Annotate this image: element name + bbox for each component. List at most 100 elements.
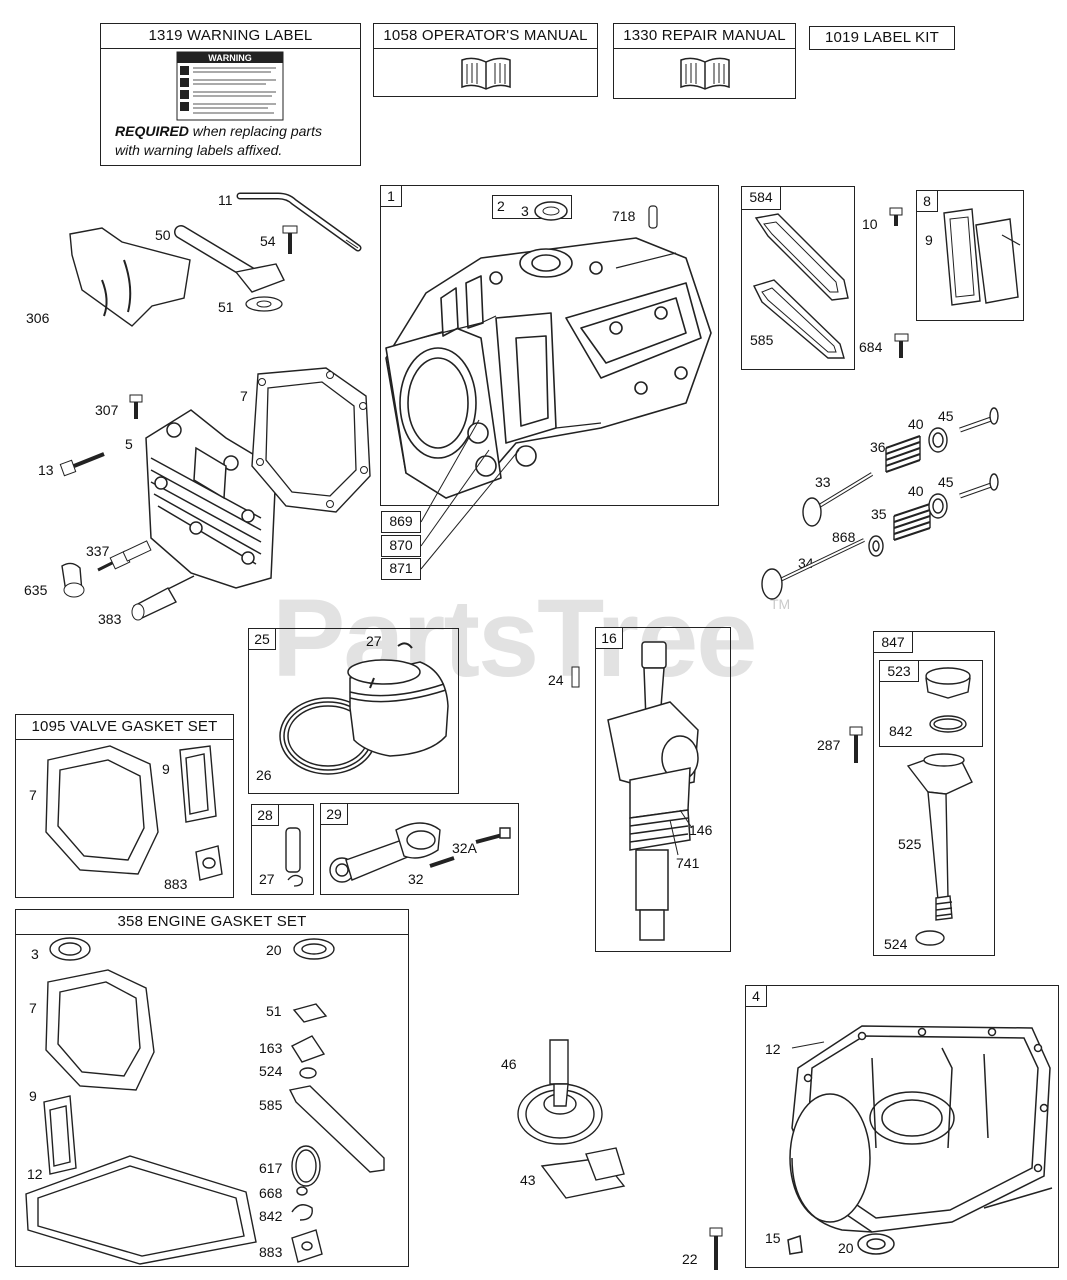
box-tag-1: 1 — [380, 185, 402, 207]
callout-9: 9 — [925, 232, 933, 248]
screw-10-icon — [888, 206, 906, 228]
dipstick-847-box: 847 — [873, 631, 995, 956]
box-tag-584: 584 — [741, 186, 781, 210]
callout-24: 24 — [548, 672, 564, 688]
warning-word: WARNING — [208, 53, 252, 63]
engine-gasket-set-box: 358 ENGINE GASKET SET — [15, 909, 409, 1267]
valve-gasket-set-icon — [40, 742, 230, 890]
label-kit-box: 1019 LABEL KIT — [809, 26, 955, 50]
callout-337: 337 — [86, 543, 110, 559]
bolt-684-icon — [893, 332, 911, 360]
box-tag-847: 847 — [873, 631, 913, 653]
sump-4-box: 4 — [745, 985, 1059, 1268]
callout-12: 12 — [765, 1041, 781, 1057]
callout-40b: 40 — [908, 483, 924, 499]
book-icon — [678, 54, 732, 92]
callout-eg-585: 585 — [259, 1097, 283, 1113]
valve-gasket-set-title: 1095 VALVE GASKET SET — [16, 715, 233, 740]
dowel-pin-icon — [647, 205, 659, 229]
box-tag-28: 28 — [251, 804, 279, 826]
callout-307: 307 — [95, 402, 119, 418]
callout-20: 20 — [838, 1240, 854, 1256]
piston-25-box: 25 — [248, 628, 459, 794]
callout-eg-51: 51 — [266, 1003, 282, 1019]
dipstick-tube-icon — [902, 748, 978, 948]
part-tag-869: 869 — [381, 511, 421, 533]
callout-43: 43 — [520, 1172, 536, 1188]
callout-287: 287 — [817, 737, 841, 753]
callout-27a: 27 — [366, 633, 382, 649]
callout-eg-524: 524 — [259, 1063, 283, 1079]
callout-842: 842 — [889, 723, 913, 739]
callout-50: 50 — [155, 227, 171, 243]
piston-icon — [270, 636, 456, 786]
tube-50-icon — [176, 222, 288, 300]
callout-741: 741 — [676, 855, 700, 871]
warning-label-box: 1319 WARNING LABEL WARNING REQUIRED when… — [100, 23, 361, 166]
callout-585: 585 — [750, 332, 774, 348]
book-icon — [459, 54, 513, 92]
box-tag-16: 16 — [595, 627, 623, 649]
box-tag-29: 29 — [320, 803, 348, 825]
operators-manual-title: 1058 OPERATOR'S MANUAL — [374, 24, 597, 49]
callout-eg-617: 617 — [259, 1160, 283, 1176]
sump-icon — [752, 1008, 1054, 1263]
spark-plug-337-icon — [94, 540, 152, 576]
leader-lines-869-871 — [421, 410, 541, 575]
callout-525: 525 — [898, 836, 922, 852]
air-guide-306-icon — [62, 220, 192, 330]
warning-sticker-icon: WARNING — [176, 51, 284, 121]
label-kit-title: 1019 LABEL KIT — [825, 29, 939, 46]
callout-vg-883: 883 — [164, 876, 188, 892]
required-rest: when replacing parts — [188, 123, 322, 139]
box-tag-523: 523 — [879, 660, 919, 682]
breather-tube-icon — [238, 190, 366, 256]
callout-524: 524 — [884, 936, 908, 952]
callout-36: 36 — [870, 439, 886, 455]
callout-eg-12: 12 — [27, 1166, 43, 1182]
callout-32: 32 — [408, 871, 424, 887]
valve-cover-8-box: 8 — [916, 190, 1024, 321]
callout-eg-668: 668 — [259, 1185, 283, 1201]
box-tag-25: 25 — [248, 628, 276, 650]
callout-718: 718 — [612, 208, 636, 224]
repair-manual-box: 1330 REPAIR MANUAL — [613, 23, 796, 99]
wrist-pin-28-box: 28 — [251, 804, 314, 895]
callout-5: 5 — [125, 436, 133, 452]
callout-51: 51 — [218, 299, 234, 315]
callout-27b: 27 — [259, 871, 275, 887]
gasket-584-box: 584 — [741, 186, 855, 370]
warning-label-title: 1319 WARNING LABEL — [101, 24, 360, 49]
callout-383: 383 — [98, 611, 122, 627]
part-tag-871: 871 — [381, 558, 421, 580]
dipstick-523-box: 523 — [879, 660, 983, 747]
engine-gasket-set-title: 358 ENGINE GASKET SET — [16, 910, 408, 935]
required-bold: REQUIRED — [115, 123, 189, 139]
head-gasket-7-icon — [246, 366, 374, 514]
callout-10: 10 — [862, 216, 878, 232]
valve-cover-icon — [940, 205, 1022, 313]
callout-26: 26 — [256, 767, 272, 783]
callout-eg-7: 7 — [29, 1000, 37, 1016]
callout-146: 146 — [689, 822, 713, 838]
callout-vg-7: 7 — [29, 787, 37, 803]
box-tag-8: 8 — [916, 190, 938, 212]
required-line2: with warning labels affixed. — [115, 142, 283, 158]
crankshaft-16-box: 16 — [595, 627, 731, 952]
watermark-tm: TM — [770, 596, 791, 612]
bolt-13-icon — [60, 448, 106, 478]
seal-icon — [533, 199, 569, 223]
bolt-307-icon — [128, 394, 144, 420]
engine-gasket-set-icon — [20, 930, 405, 1265]
callout-11: 11 — [218, 192, 233, 208]
callout-eg-883: 883 — [259, 1244, 283, 1260]
spark-plug-boot-635-icon — [58, 558, 88, 602]
callout-45a: 45 — [938, 408, 954, 424]
callout-35: 35 — [871, 506, 887, 522]
callout-684: 684 — [859, 339, 883, 355]
callout-40a: 40 — [908, 416, 924, 432]
connecting-rod-29-box: 29 — [320, 803, 519, 895]
callout-vg-9: 9 — [162, 761, 170, 777]
callout-32a: 32A — [452, 840, 477, 856]
cylinder-head-icon — [136, 408, 281, 588]
